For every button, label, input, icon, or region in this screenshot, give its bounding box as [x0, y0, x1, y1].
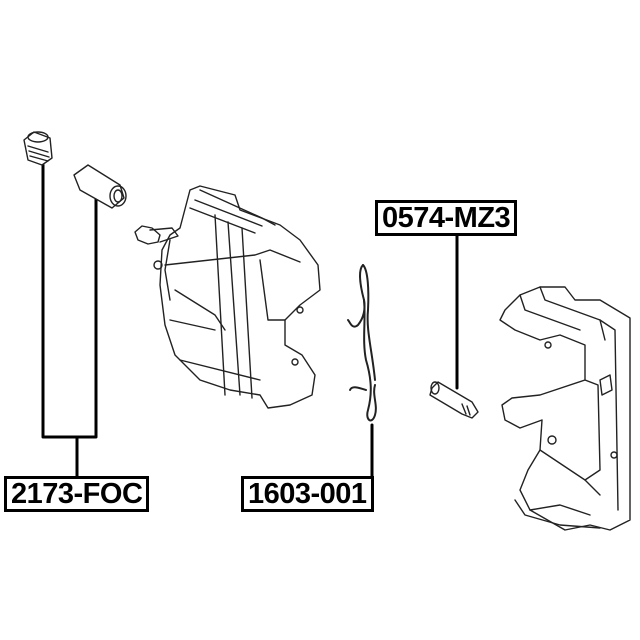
part-label-1603-001: 1603-001 — [241, 476, 374, 512]
part-label-2173-foc: 2173-FOC — [4, 476, 150, 512]
sleeve-part — [73, 164, 127, 209]
leader-lines — [41, 163, 459, 479]
guide-pin-part — [429, 381, 479, 419]
part-label-0574-mz3: 0574-MZ3 — [375, 200, 518, 236]
caliper-part — [134, 185, 321, 409]
caliper-bracket-part — [499, 286, 631, 531]
bushing-part — [23, 131, 53, 166]
spring-part — [347, 264, 377, 422]
leader-2173-foc — [41, 163, 98, 439]
